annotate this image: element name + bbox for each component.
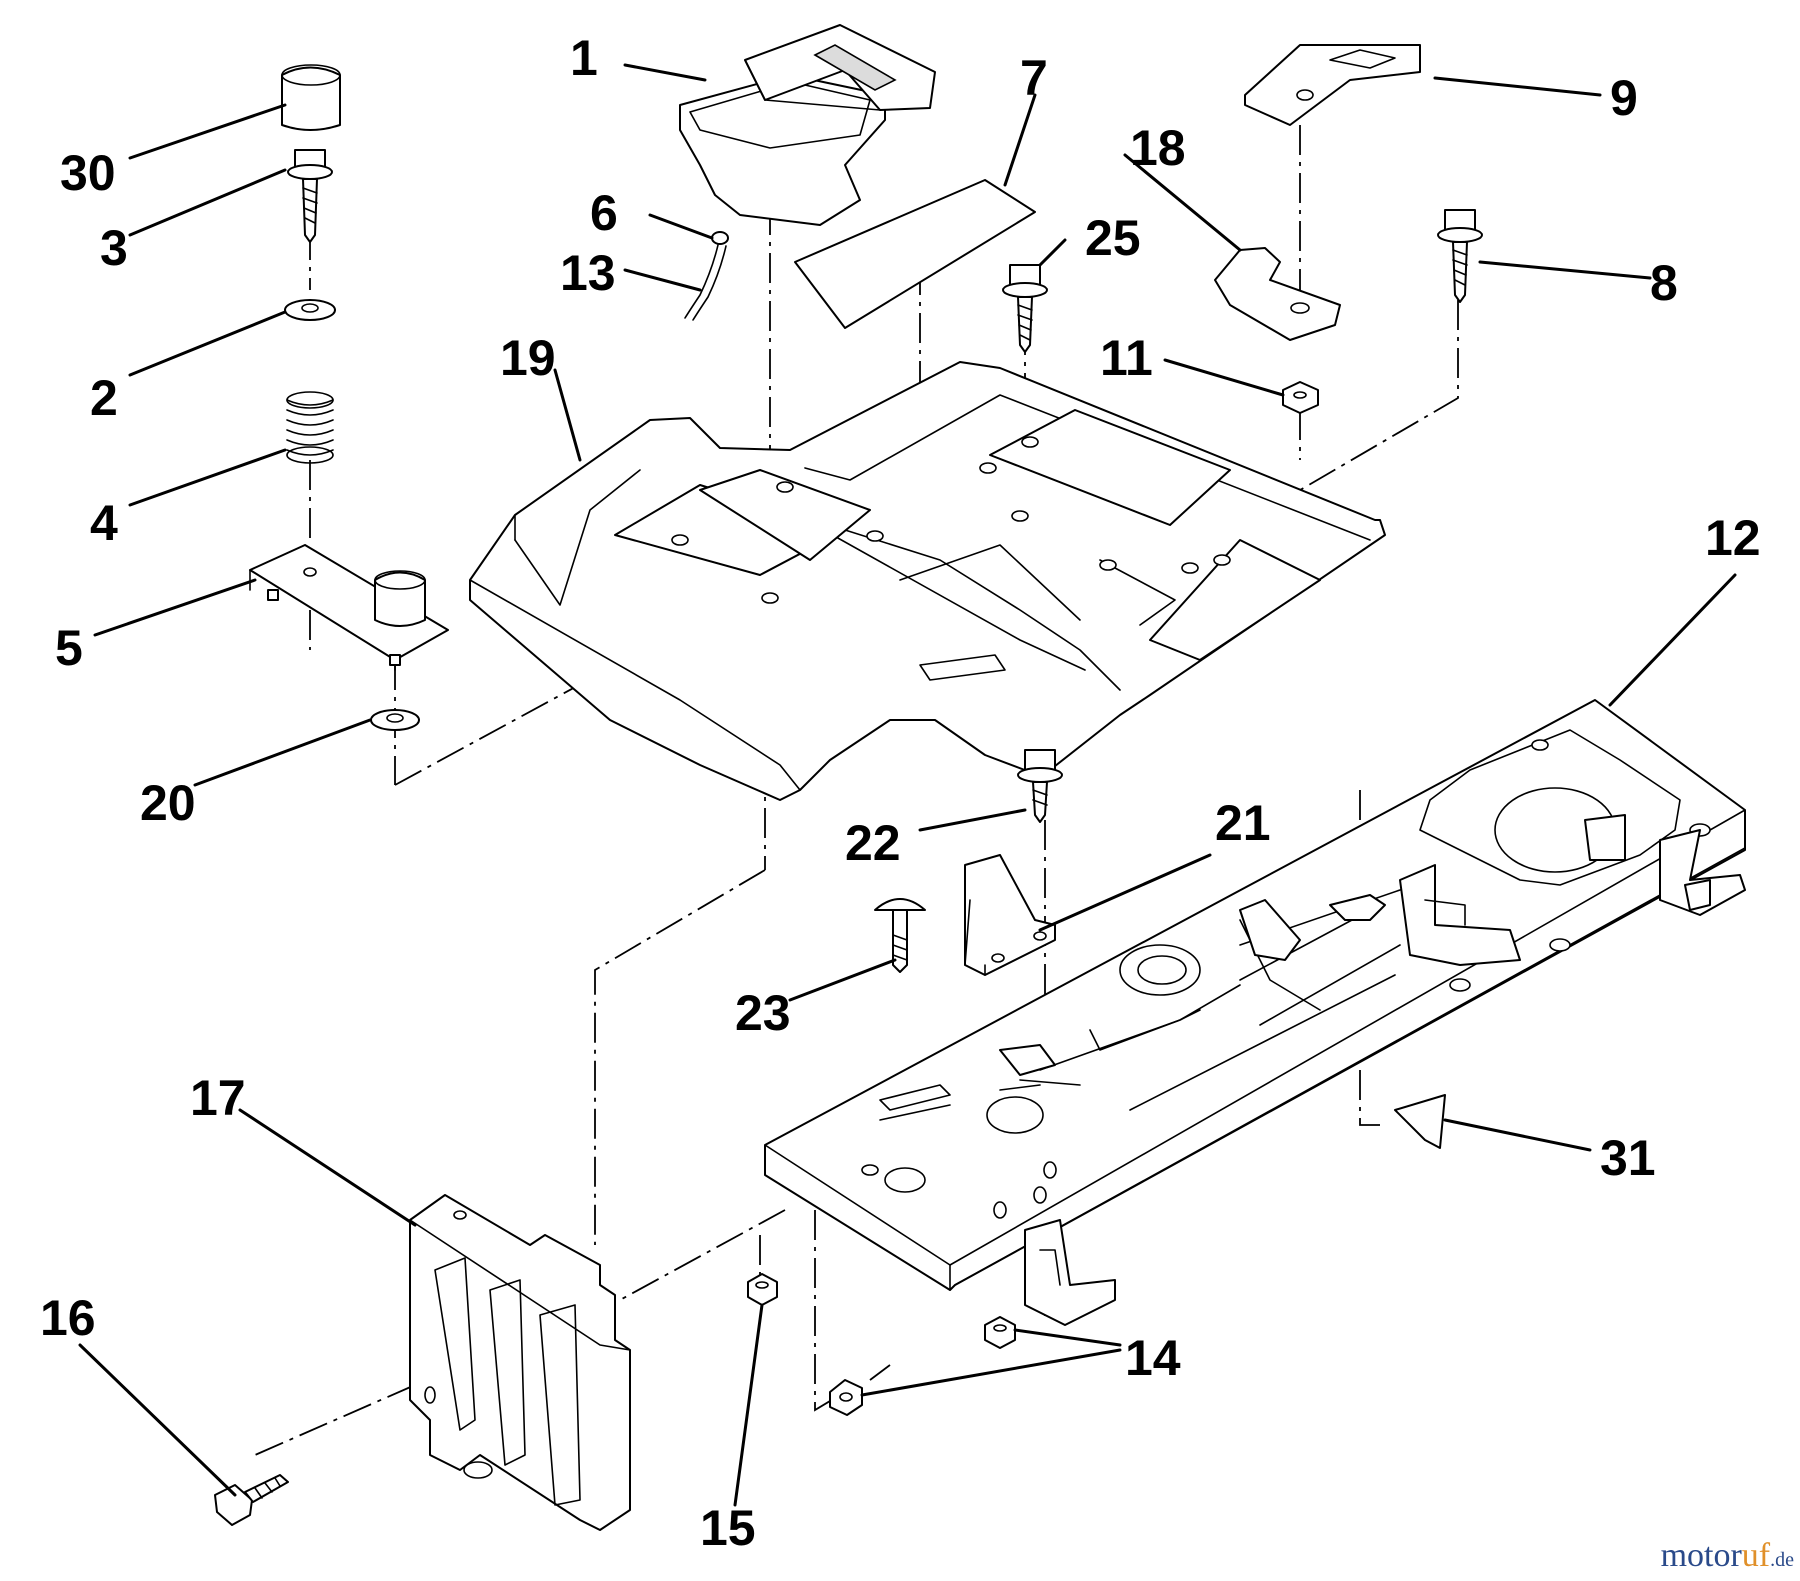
- hose-fitting: [684, 231, 729, 321]
- bolt-22: [1017, 749, 1063, 823]
- callout-15: 15: [700, 1500, 756, 1556]
- washer-2: [284, 299, 336, 321]
- callout-7: 7: [1020, 50, 1048, 106]
- callout-13: 13: [560, 245, 616, 301]
- callout-9: 9: [1610, 70, 1638, 126]
- callout-31: 31: [1600, 1130, 1656, 1186]
- callout-11: 11: [1100, 330, 1153, 386]
- watermark-part-3: .de: [1770, 1549, 1794, 1571]
- callout-3: 3: [100, 220, 128, 276]
- watermark-part-2: uf: [1741, 1537, 1771, 1574]
- clamp: [1214, 247, 1341, 341]
- callout-4: 4: [90, 495, 118, 551]
- nut-15: [747, 1273, 778, 1306]
- leader-lines: [78, 63, 1737, 1507]
- callout-14: 14: [1125, 1330, 1181, 1386]
- callout-12: 12: [1705, 510, 1761, 566]
- callout-16: 16: [40, 1290, 96, 1346]
- bolt-8: [1437, 209, 1483, 303]
- callout-21: 21: [1215, 795, 1271, 851]
- watermark-part-1: motor: [1660, 1537, 1742, 1574]
- seat-pad: [794, 179, 1036, 329]
- callout-20: 20: [140, 775, 196, 831]
- top-bracket: [1244, 44, 1421, 126]
- callout-23: 23: [735, 985, 791, 1041]
- callout-22: 22: [845, 815, 901, 871]
- bolt-25: [1002, 264, 1048, 353]
- clip-31: [1394, 1094, 1446, 1149]
- nut-11: [1282, 381, 1319, 414]
- bumper-plate: [249, 544, 449, 671]
- callout-8: 8: [1650, 255, 1678, 311]
- cap-30: [281, 64, 341, 131]
- bolt-3: [287, 149, 333, 243]
- carriage-bolt-23: [874, 898, 926, 973]
- bolt-16: [214, 1474, 289, 1526]
- callout-1: 1: [570, 30, 598, 86]
- frame: [764, 699, 1746, 1326]
- spring-4: [286, 391, 334, 464]
- callout-6: 6: [590, 185, 618, 241]
- callout-30: 30: [60, 145, 116, 201]
- body-panel: [469, 361, 1386, 801]
- callout-17: 17: [190, 1070, 246, 1126]
- side-plate: [409, 1194, 631, 1531]
- callout-25: 25: [1085, 210, 1141, 266]
- callout-labels: 1 7 9 18 25 8 11 12 30 3 2 4 5 20 6 13 1…: [40, 30, 1761, 1556]
- callout-18: 18: [1130, 120, 1186, 176]
- callout-2: 2: [90, 370, 118, 426]
- washer-20: [370, 709, 420, 731]
- callout-19: 19: [500, 330, 556, 386]
- watermark-logo: motoruf.de: [1661, 1537, 1794, 1575]
- storage-tray: [679, 24, 936, 226]
- bracket-21: [964, 854, 1056, 976]
- callout-5: 5: [55, 620, 83, 676]
- nuts-14: [829, 1316, 1016, 1416]
